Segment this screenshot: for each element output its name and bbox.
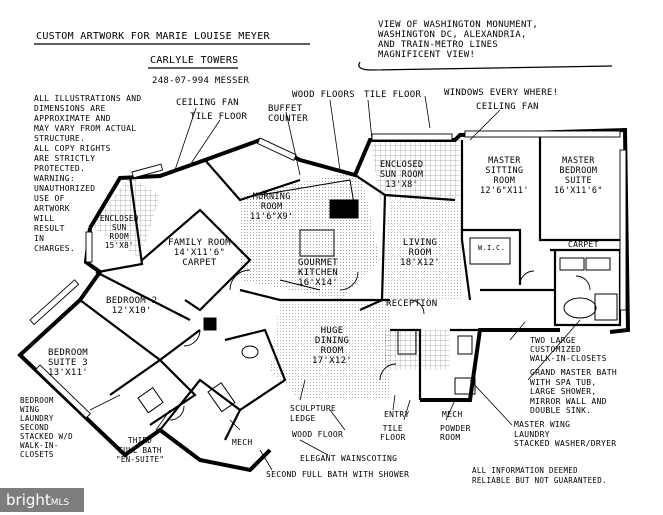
reference-number: 248-07-994 MESSER [152,76,250,86]
callout-windows: WINDOWS EVERY WHERE! [444,88,559,98]
leader-lines [89,95,581,471]
interior-walls [79,135,625,441]
callout-buffet-counter: BUFFET COUNTER [268,104,309,124]
disclaimer-text: ALL ILLUSTRATIONS AND DIMENSIONS ARE APP… [34,94,142,253]
door-swings [169,269,591,421]
room-family-room: FAMILY ROOM 14'X11'6" CARPET [168,238,231,268]
callout-tile-floor-bottom: TILE FLOOR [380,424,406,442]
callout-mech-right: MECH [442,410,463,419]
callout-tile-floor-top: TILE FLOOR [364,90,422,100]
room-bedroom-2: BEDROOM 2 12'X10' [106,296,158,316]
callout-mech-left: MECH [232,438,253,447]
room-master-sitting-room: MASTER SITTING ROOM 12'6"X11' [480,156,529,196]
room-carpet: CARPET [568,240,599,249]
callout-master-wing-laundry: MASTER WING LAUNDRY STACKED WASHER/DRYER [514,420,617,448]
callout-ceiling-fan-right: CEILING FAN [476,102,539,112]
room-living-room: LIVING ROOM 18'X12' [400,238,441,268]
artwork-credit: CUSTOM ARTWORK FOR MARIE LOUISE MEYER [36,31,270,42]
room-morning-room: MORNING ROOM 11'6"X9' [250,192,294,222]
callout-wood-floor-bottom: WOOD FLOOR [292,430,344,439]
watermark-suffix: MLS [50,498,70,508]
view-note: VIEW OF WASHINGTON MONUMENT, WASHINGTON … [378,20,539,60]
callout-entry: ENTRY [384,410,410,419]
callout-sculpture-ledge: SCULPTURE LEDGE [290,404,337,423]
fixtures [137,179,618,414]
watermark-brand: bright [6,491,51,509]
header-lines [34,43,613,71]
footer-note: ALL INFORMATION DEEMED RELIABLE BUT NOT … [472,466,607,485]
callout-tile-floor-left: TILE FLOOR [190,112,248,122]
callout-elegant-wainscoting: ELEGANT WAINSCOTING [300,454,398,463]
callout-bedroom-wing-laundry: BEDROOM WING LAUNDRY SECOND STACKED W/D … [20,396,73,459]
building-name: CARLYLE TOWERS [150,55,239,66]
room-master-bedroom-suite: MASTER BEDROOM SUITE 16'X11'6" [554,156,603,196]
callout-third-full-bath: THIRD FULL BATH "EN-SUITE" [116,436,165,464]
brightmls-watermark: brightMLS [0,488,84,512]
windows [29,130,627,419]
callout-wood-floors: WOOD FLOORS [292,90,355,100]
room-gourmet-kitchen: GOURMET KITCHEN 16'X14' [298,258,339,288]
callout-grand-master-bath: GRAND MASTER BATH WITH SPA TUB, LARGE SH… [530,368,617,415]
callout-walk-in-closets: TWO LARGE CUSTOMIZED WALK-IN-CLOSETS [530,336,607,363]
room-enclosed-sun-room-left: ENCLOSED SUN ROOM 15'X8' [100,214,139,250]
callout-powder-room: POWDER ROOM [440,424,471,442]
room-wic: W.I.C. [478,244,506,252]
room-dining-room: HUGE DINING ROOM 17'X12' [312,326,353,366]
floor-textures [90,140,462,400]
room-enclosed-sun-room-right: ENCLOSED SUN ROOM 13'X8' [380,160,424,190]
room-bedroom-suite-3: BEDROOM SUITE 3 13'X11' [48,348,89,378]
callout-second-full-bath: SECOND FULL BATH WITH SHOWER [266,470,410,479]
callout-ceiling-fan-left: CEILING FAN [176,98,239,108]
room-reception: RECEPTION [386,299,438,309]
